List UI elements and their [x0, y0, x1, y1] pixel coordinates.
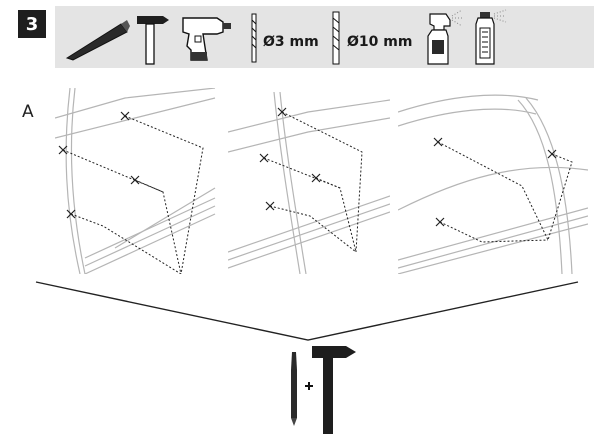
section-label: A: [22, 102, 34, 122]
anticorrosion-spray-icon: [475, 9, 507, 65]
guide-lines: [62, 115, 204, 274]
tools-bar: Ø3 mm Ø10 mm: [55, 6, 594, 68]
drill-icon: [182, 17, 231, 61]
drill-bit-large-icon: [332, 11, 340, 65]
guide-lines: [263, 111, 363, 253]
hammer-large-icon: [312, 346, 356, 434]
drill-bit-small-icon: [251, 13, 257, 63]
plus-icon: [305, 382, 313, 390]
guide-lines: [437, 141, 573, 243]
step-number-badge: 3: [18, 10, 46, 38]
car-body-panel-2: [228, 92, 390, 274]
chisel-small-icon: [291, 352, 297, 426]
spray-cleaner-icon: [427, 9, 463, 65]
hammer-icon: [137, 16, 169, 65]
car-body-panel-1: [55, 88, 216, 274]
chisel-icon: [65, 20, 130, 61]
car-body-panel-3: [398, 94, 588, 274]
drill-bit-large-label: Ø10 mm: [347, 34, 413, 50]
drill-bit-small-label: Ø3 mm: [263, 34, 319, 50]
